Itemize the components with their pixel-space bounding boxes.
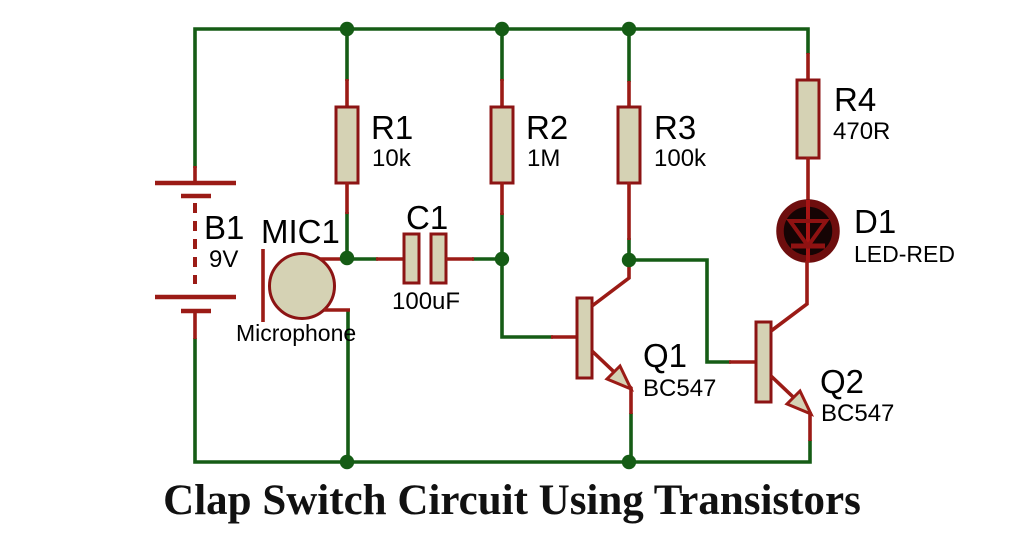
transistor-q2: Q2 BC547 — [729, 261, 894, 441]
d1-value-label: LED-RED — [854, 241, 955, 267]
c1-plate-plain — [429, 232, 448, 285]
q1-ref-label: Q1 — [643, 337, 687, 374]
wire-q1-collector-to-q2-base — [629, 258, 731, 364]
battery-value-label: 9V — [209, 246, 238, 273]
q2-emitter-arrow — [784, 388, 815, 417]
resistor-r1: R1 10k — [334, 79, 413, 214]
r3-body — [616, 105, 642, 185]
r3-ref-label: R3 — [654, 109, 696, 146]
transistor-q1: Q1 BC547 — [551, 259, 716, 414]
c1-plate-polarized — [402, 232, 421, 285]
diagram-title: Clap Switch Circuit Using Transistors — [163, 477, 861, 524]
r3-value-label: 100k — [654, 145, 707, 172]
junction-dots — [339, 21, 637, 470]
resistor-r2: R2 1M — [489, 79, 568, 215]
c1-ref-label: C1 — [406, 199, 448, 236]
microphone-mic1: MIC1 Microphone — [236, 213, 356, 346]
junction-ground-mic — [339, 454, 355, 470]
junction-top-r2 — [494, 21, 510, 37]
resistor-r4: R4 470R — [795, 53, 890, 201]
r4-ref-label: R4 — [834, 81, 876, 118]
led-d1: D1 LED-RED — [776, 199, 955, 267]
battery-ref-label: B1 — [204, 209, 244, 246]
r1-body — [334, 105, 360, 185]
led-triangle-symbol — [786, 219, 830, 250]
battery-b1: B1 9V — [155, 166, 244, 339]
mic-body-circle — [268, 252, 336, 320]
junction-mic-r1-c1 — [339, 250, 355, 266]
wire-to-q1-base — [500, 259, 553, 339]
d1-ref-label: D1 — [854, 203, 896, 240]
r4-body — [795, 78, 821, 160]
q2-value-label: BC547 — [821, 400, 894, 427]
r1-value-label: 10k — [372, 145, 412, 172]
resistor-r3: R3 100k — [616, 81, 707, 240]
junction-ground-q1 — [621, 454, 637, 470]
mic-ref-label: MIC1 — [261, 213, 340, 250]
q2-ref-label: Q2 — [820, 363, 864, 400]
q1-base-bar — [575, 296, 594, 380]
c1-value-label: 100uF — [392, 288, 460, 315]
junction-top-r1 — [339, 21, 355, 37]
mic-value-label: Microphone — [236, 320, 356, 346]
q2-collector-lead — [769, 261, 809, 333]
q1-value-label: BC547 — [643, 375, 716, 402]
capacitor-c1: C1 100uF — [376, 199, 474, 315]
q1-emitter-arrow — [604, 363, 635, 392]
junction-c1-r2-q1 — [494, 251, 510, 267]
r4-value-label: 470R — [833, 118, 890, 145]
q1-collector-lead — [590, 259, 631, 308]
r2-value-label: 1M — [527, 145, 560, 172]
q2-base-bar — [754, 320, 773, 404]
junction-r3-q1-collector — [621, 252, 637, 268]
r2-body — [489, 105, 515, 185]
junction-top-r3 — [621, 21, 637, 37]
r2-ref-label: R2 — [526, 109, 568, 146]
r1-ref-label: R1 — [371, 109, 413, 146]
bottom-ground-rail — [193, 338, 812, 464]
